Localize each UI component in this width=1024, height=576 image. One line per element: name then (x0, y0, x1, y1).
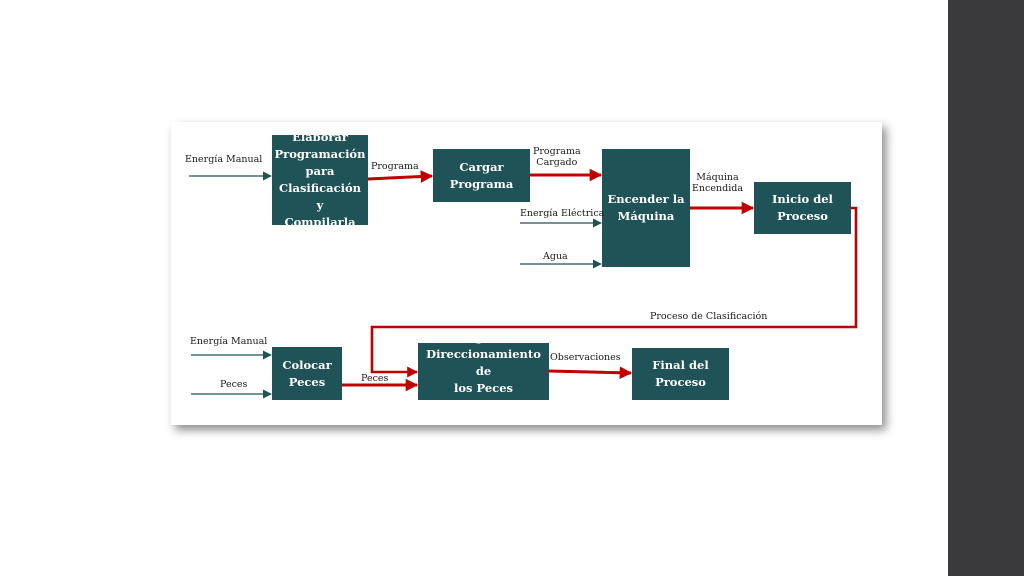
label-proceso-clasificacion: Proceso de Clasificación (650, 311, 768, 322)
label-peces-flow: Peces (361, 373, 389, 384)
box-comprobar-direccionamiento: Comprobar Direccionamiento de los Peces … (418, 330, 549, 412)
right-sidebar-band (948, 0, 1024, 576)
box-cargar-programa: Cargar Programa (433, 149, 530, 202)
label-energia-electrica: Energía Eléctrica (520, 208, 605, 219)
label-agua: Agua (543, 251, 568, 262)
label-programa-cargado: Programa Cargado (533, 146, 581, 168)
label-observaciones: Observaciones (550, 352, 621, 363)
arrow-programa (367, 170, 434, 183)
label-programa: Programa (371, 161, 419, 172)
box-final-proceso: Final del Proceso (632, 348, 729, 400)
arrow-proceso-clasificacion (370, 206, 858, 378)
box-elaborar-programacion: Elaborar Programación para Clasificación… (272, 130, 368, 229)
label-energia-manual-2: Energía Manual (190, 336, 268, 347)
label-peces-in: Peces (220, 379, 248, 390)
label-energia-manual-1: Energía Manual (185, 154, 263, 165)
diagram-card: Elaborar Programación para Clasificación… (171, 122, 882, 425)
label-maquina-encendida: Máquina Encendida (692, 172, 743, 194)
box-encender-maquina: Encender la Máquina (602, 149, 690, 267)
box-colocar-peces: Colocar Peces (272, 347, 342, 400)
flow-arrows (189, 168, 858, 399)
arrow-observaciones (548, 366, 633, 380)
box-inicio-proceso: Inicio del Proceso (754, 182, 851, 234)
